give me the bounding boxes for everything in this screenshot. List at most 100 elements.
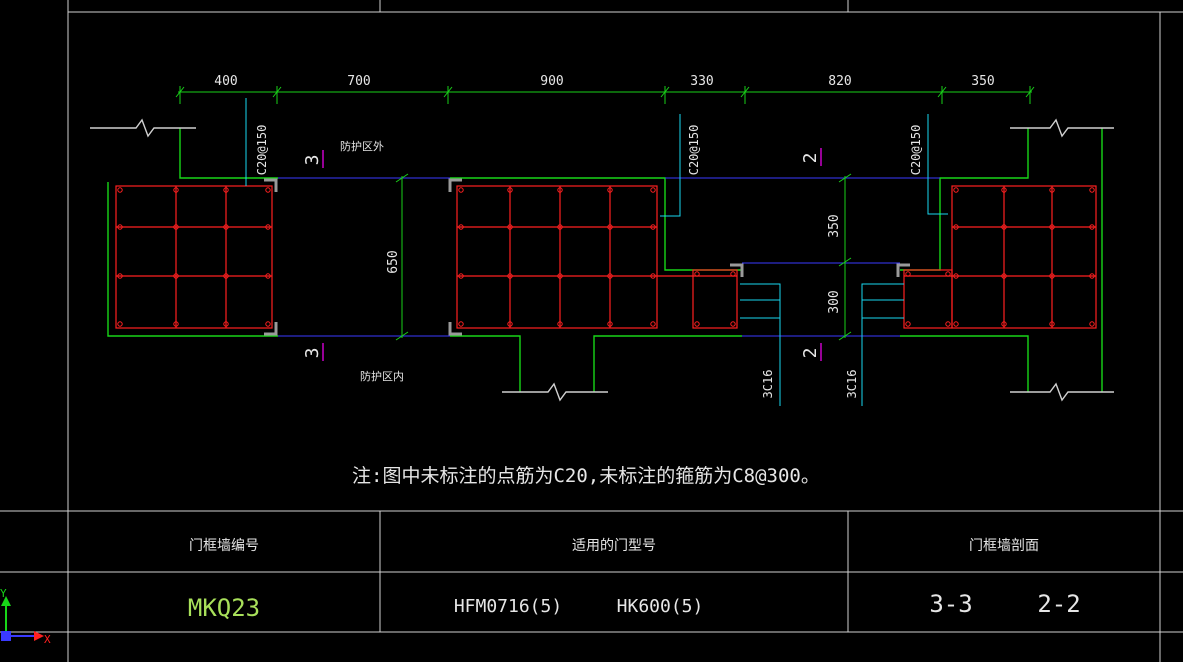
rebar-point <box>458 321 464 327</box>
header-frame-wall-number: 门框墙编号 <box>189 538 259 554</box>
rebar-point <box>650 187 656 193</box>
rebar-cage-left <box>115 185 273 329</box>
rebar-point <box>557 321 563 327</box>
dim-label-350: 350 <box>971 74 994 89</box>
door-type-hfm0716: HFM0716(5) <box>454 596 562 617</box>
rebar-point <box>694 321 700 327</box>
rebar-point <box>945 321 951 327</box>
rebar-point <box>1089 273 1095 279</box>
rebar-point <box>223 224 229 230</box>
label-protected-outside: 防护区外 <box>340 139 384 153</box>
rebar-point <box>507 273 513 279</box>
dim-label-900: 900 <box>540 74 563 89</box>
vdim-650: 650 <box>386 250 401 273</box>
rebar-point <box>557 187 563 193</box>
rebar-leaders <box>245 98 948 406</box>
rebar-bar-points <box>117 187 1095 327</box>
rebar-point <box>173 224 179 230</box>
rebar-point <box>1089 187 1095 193</box>
rebar-point <box>953 273 959 279</box>
rebar-point <box>458 187 464 193</box>
rebar-point <box>607 273 613 279</box>
svg-text:3: 3 <box>302 348 323 359</box>
rebar-label-3c16-right: 3C16 <box>845 370 859 399</box>
rebar-point <box>1089 224 1095 230</box>
top-dimension-chain <box>175 86 1035 104</box>
rebar-point <box>1049 187 1055 193</box>
rebar-point <box>507 321 513 327</box>
header-frame-wall-section: 门框墙剖面 <box>969 538 1039 554</box>
rebar-point <box>1049 321 1055 327</box>
rebar-point <box>458 224 464 230</box>
rebar-point <box>507 224 513 230</box>
rebar-point <box>730 321 736 327</box>
header-applicable-door-type: 适用的门型号 <box>572 538 656 554</box>
rebar-point <box>945 271 951 277</box>
rebar-point <box>694 271 700 277</box>
rebar-point <box>607 321 613 327</box>
rebar-point <box>650 224 656 230</box>
rebar-point <box>953 187 959 193</box>
rebar-point <box>117 187 123 193</box>
door-type-hk600: HK600(5) <box>617 596 704 617</box>
door-opening-lines <box>278 177 940 337</box>
rebar-point <box>1049 273 1055 279</box>
section-mark-2-bottom: 2 <box>800 343 822 361</box>
rebar-point <box>1089 321 1095 327</box>
top-dimension-labels: 400 700 900 330 820 350 <box>214 74 994 89</box>
section-mark-3-bottom: 3 <box>302 343 324 361</box>
vdim-350: 350 <box>827 214 842 237</box>
section-mark-3-top: 3 <box>302 150 324 168</box>
rebar-label-3c16-left: 3C16 <box>761 370 775 399</box>
rebar-point <box>265 273 271 279</box>
rebar-point <box>1001 273 1007 279</box>
rebar-label-middle: C20@150 <box>687 125 701 176</box>
rebar-point <box>1001 187 1007 193</box>
rebar-point <box>458 273 464 279</box>
rebar-label-left: C20@150 <box>255 125 269 176</box>
rebar-point <box>223 321 229 327</box>
rebar-point <box>557 224 563 230</box>
rebar-point <box>905 271 911 277</box>
svg-text:3: 3 <box>302 155 323 166</box>
rebar-point <box>117 321 123 327</box>
rebar-label-right: C20@150 <box>909 125 923 176</box>
frame-wall-code: MKQ23 <box>188 594 260 622</box>
svg-text:2: 2 <box>800 348 821 359</box>
rebar-point <box>557 273 563 279</box>
section-ref-2-2: 2-2 <box>1037 590 1080 618</box>
section-mark-2-top: 2 <box>800 148 822 166</box>
vdim-300: 300 <box>827 290 842 313</box>
rebar-point <box>173 273 179 279</box>
rebar-point <box>265 321 271 327</box>
rebar-point <box>173 321 179 327</box>
rebar-point <box>117 224 123 230</box>
vertical-dimensions <box>395 173 852 341</box>
svg-text:2: 2 <box>800 153 821 164</box>
embedded-angles <box>264 178 910 336</box>
rebar-point <box>730 271 736 277</box>
drawing-note: 注:图中未标注的点筋为C20,未标注的箍筋为C8@300。 <box>352 465 820 487</box>
rebar-point <box>650 321 656 327</box>
dim-label-400: 400 <box>214 74 237 89</box>
rebar-cage-right <box>903 185 1097 329</box>
rebar-point <box>507 187 513 193</box>
rebar-point <box>607 187 613 193</box>
rebar-point <box>953 321 959 327</box>
label-protected-inside: 防护区内 <box>360 369 404 383</box>
rebar-point <box>1049 224 1055 230</box>
ucs-x-label: X <box>44 633 51 646</box>
rebar-point <box>953 224 959 230</box>
rebar-point <box>223 187 229 193</box>
rebar-point <box>650 273 656 279</box>
dim-label-820: 820 <box>828 74 851 89</box>
dim-label-330: 330 <box>690 74 713 89</box>
rebar-point <box>117 273 123 279</box>
section-ref-3-3: 3-3 <box>929 590 972 618</box>
wall-outline <box>90 118 1114 402</box>
rebar-point <box>223 273 229 279</box>
rebar-point <box>265 187 271 193</box>
rebar-cage-middle <box>456 185 738 329</box>
